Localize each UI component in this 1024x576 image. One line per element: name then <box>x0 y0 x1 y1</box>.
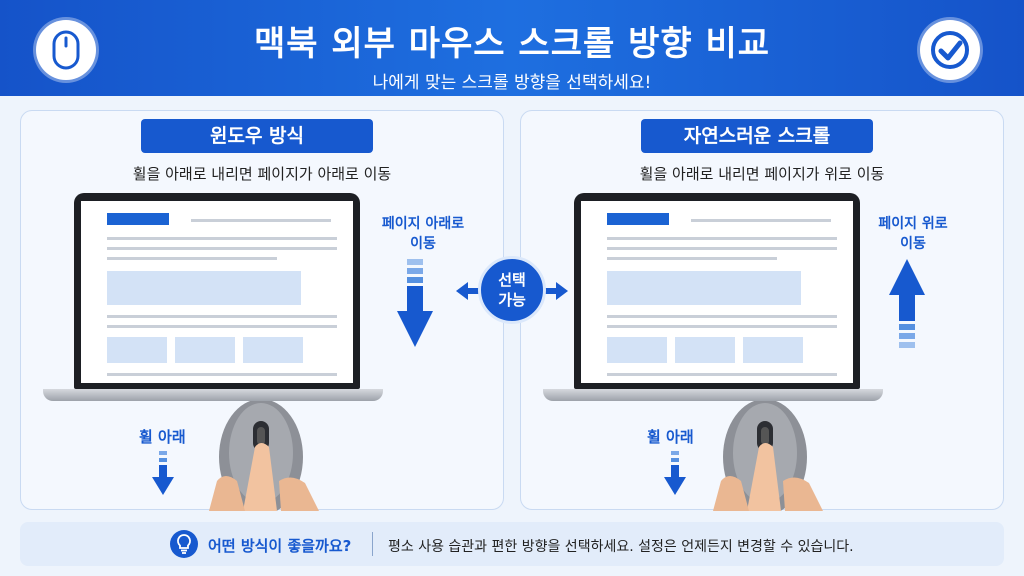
doc-line <box>107 325 337 328</box>
mouse-with-hand-illustration <box>699 399 839 515</box>
wheel-direction-label: 휠 아래 <box>647 428 694 446</box>
doc-image-block <box>107 337 167 363</box>
double-arrow-icon <box>456 282 568 300</box>
panel-title: 자연스러운 스크롤 <box>641 119 873 153</box>
laptop-screen <box>81 201 353 383</box>
laptop-screen <box>581 201 853 383</box>
doc-line <box>607 325 837 328</box>
panel-description: 휠을 아래로 내리면 페이지가 아래로 이동 <box>132 165 392 183</box>
doc-image-block <box>107 271 301 305</box>
windows-style-panel: 윈도우 방식 휠을 아래로 내리면 페이지가 아래로 이동 페이지 아래로 이동… <box>20 110 504 515</box>
doc-line <box>107 373 337 376</box>
tip-bar: 어떤 방식이 좋을까요? 평소 사용 습관과 편한 방향을 선택하세요. 설정은… <box>20 522 1004 566</box>
doc-line <box>607 257 777 260</box>
page-direction-label: 페이지 아래로 이동 <box>381 216 465 252</box>
mouse-icon <box>36 20 96 80</box>
page-subtitle: 나에게 맞는 스크롤 방향을 선택하세요! <box>372 73 652 93</box>
doc-line <box>607 315 837 318</box>
panel-description: 휠을 아래로 내리면 페이지가 위로 이동 <box>639 165 885 183</box>
page-title: 맥북 외부 마우스 스크롤 방향 비교 <box>253 24 771 64</box>
checkmark-icon <box>920 20 980 80</box>
doc-line <box>691 219 831 222</box>
arrow-down-icon <box>664 451 686 495</box>
doc-image-block <box>243 337 303 363</box>
arrow-down-icon <box>152 451 174 495</box>
doc-heading-block <box>607 213 669 225</box>
laptop-illustration <box>74 193 360 389</box>
doc-image-block <box>743 337 803 363</box>
wheel-direction-label: 휠 아래 <box>139 428 186 446</box>
doc-line <box>107 257 277 260</box>
lightbulb-icon <box>170 530 198 558</box>
mouse-with-hand-illustration <box>195 399 335 515</box>
doc-line <box>607 237 837 240</box>
arrow-down-icon <box>397 259 433 347</box>
natural-scroll-panel: 자연스러운 스크롤 휠을 아래로 내리면 페이지가 위로 이동 페이지 위로 이… <box>520 110 1004 515</box>
doc-heading-block <box>107 213 169 225</box>
doc-line <box>191 219 331 222</box>
doc-image-block <box>607 337 667 363</box>
divider <box>372 532 373 556</box>
doc-line <box>607 373 837 376</box>
header-banner: 맥북 외부 마우스 스크롤 방향 비교 나에게 맞는 스크롤 방향을 선택하세요… <box>0 0 1024 96</box>
doc-line <box>107 315 337 318</box>
doc-line <box>607 247 837 250</box>
doc-image-block <box>675 337 735 363</box>
doc-line <box>107 247 337 250</box>
selectable-badge: 선택 가능 <box>478 256 546 324</box>
laptop-illustration <box>574 193 860 389</box>
doc-line <box>107 237 337 240</box>
doc-image-block <box>175 337 235 363</box>
laptop-base <box>43 389 383 401</box>
page-direction-label: 페이지 위로 이동 <box>878 216 948 252</box>
tip-text: 평소 사용 습관과 편한 방향을 선택하세요. 설정은 언제든지 변경할 수 있… <box>388 539 854 555</box>
doc-image-block <box>607 271 801 305</box>
laptop-base <box>543 389 883 401</box>
arrow-up-icon <box>889 259 925 348</box>
panel-title: 윈도우 방식 <box>141 119 373 153</box>
tip-title: 어떤 방식이 좋을까요? <box>208 537 352 555</box>
